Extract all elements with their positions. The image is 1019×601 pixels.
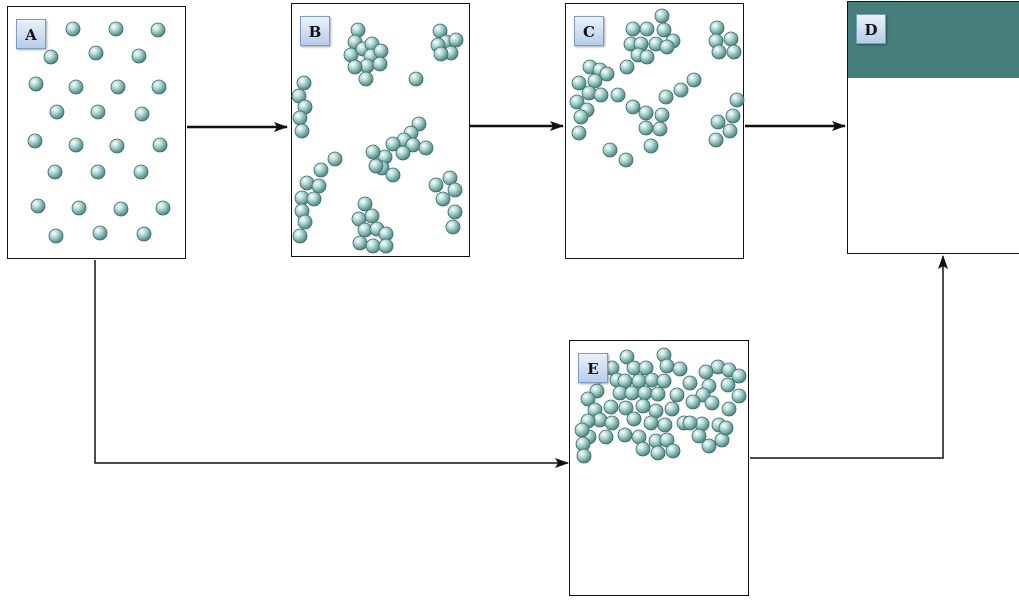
panel-a: A: [7, 6, 186, 259]
panel-label-e: E: [578, 353, 608, 383]
panel-label-c: C: [574, 16, 604, 46]
panel-b: B: [291, 3, 470, 257]
arrow-e-to-d: [750, 255, 948, 459]
panel-label-a: A: [16, 19, 46, 49]
panel-label-b: B: [300, 16, 330, 46]
arrow-a-to-e: [94, 260, 569, 468]
panel-c: C: [565, 3, 744, 259]
arrows: [94, 121, 948, 468]
panel-label-d: D: [856, 14, 886, 44]
panel-d: D: [847, 1, 1019, 254]
panel-e: E: [569, 340, 749, 596]
